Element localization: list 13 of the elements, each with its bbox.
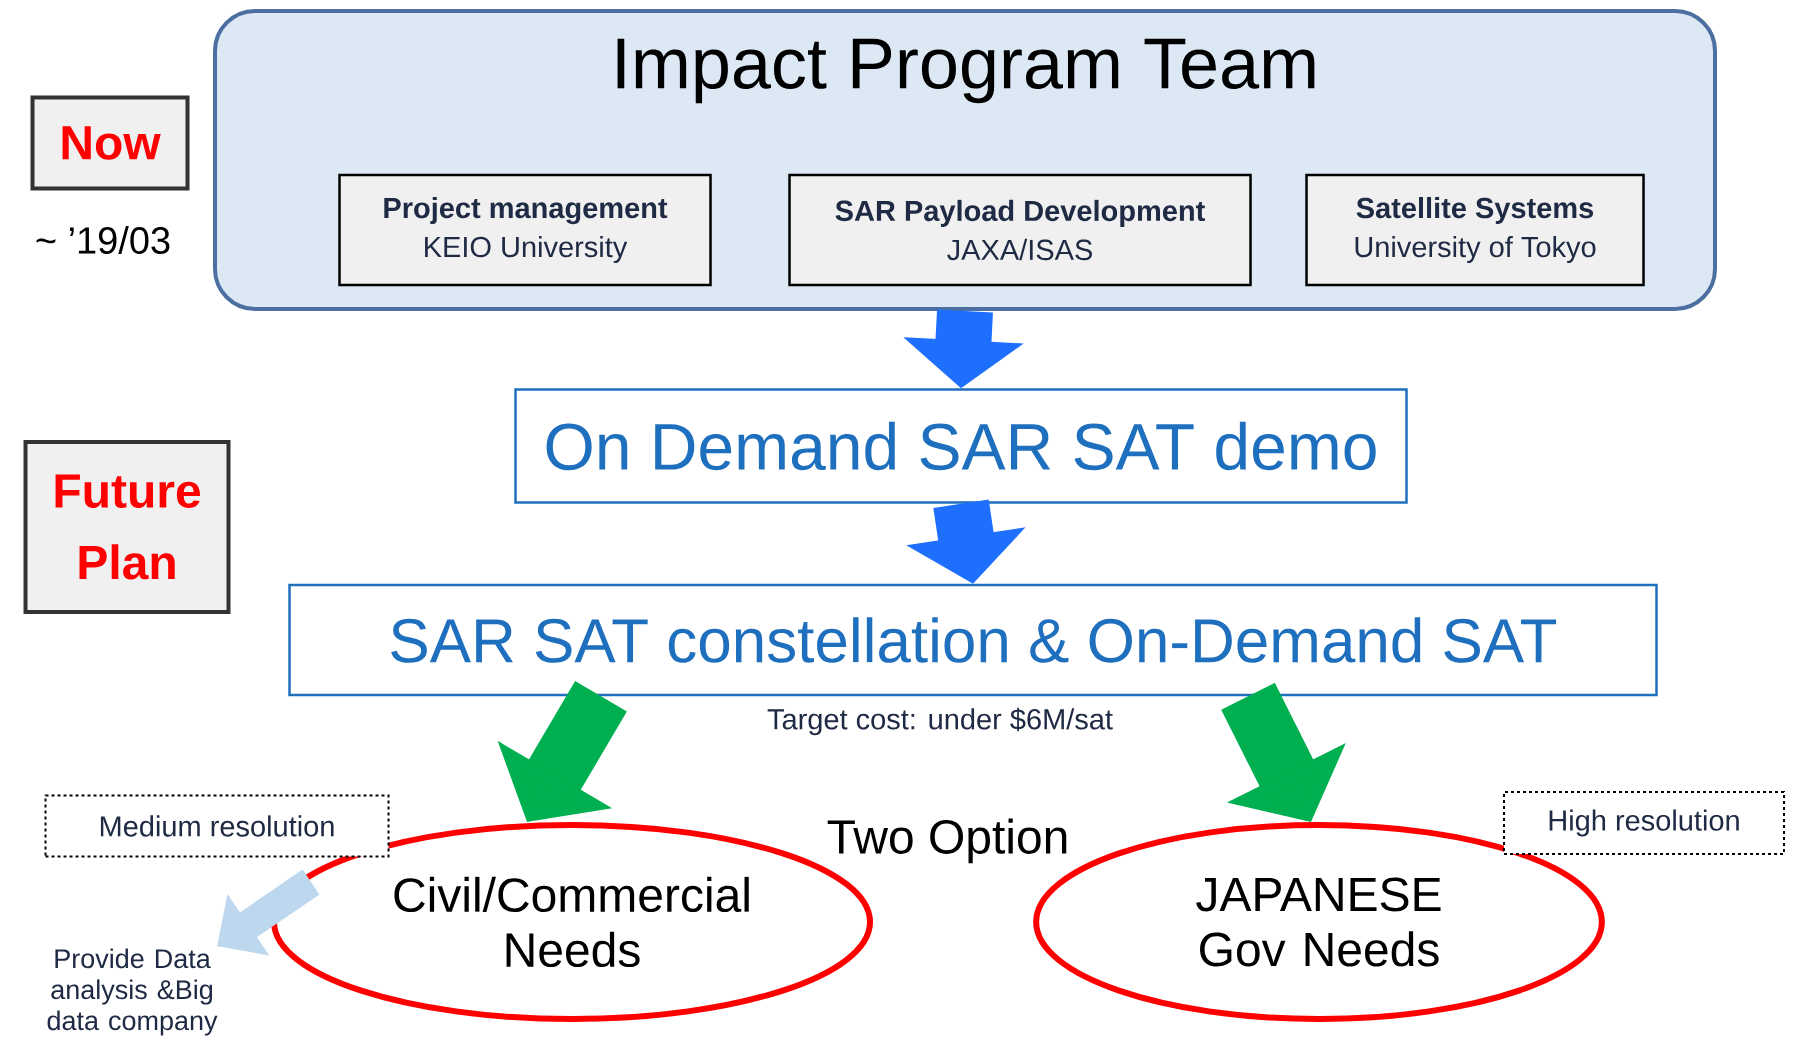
phase-tag: Now: [30, 95, 190, 191]
team-box: Project management KEIO University: [338, 173, 712, 287]
phase-tag: Future Plan: [23, 440, 231, 614]
date-label: ~ ’19/03: [36, 226, 170, 254]
stage-box: On Demand SAR SAT demo: [514, 388, 1408, 504]
stage-box: SAR SAT constellation & On-Demand SAT: [288, 583, 1658, 697]
team-box: Satellite Systems University of Tokyo: [1305, 173, 1645, 287]
block-arrow: [217, 869, 320, 956]
service-text: Provide Data analysis &Big data company: [47, 948, 218, 1036]
team-box: SAR Payload Development JAXA/ISAS: [788, 173, 1252, 287]
resolution-box: High resolution: [1503, 791, 1785, 855]
resolution-box: Medium resolution: [44, 794, 390, 858]
cost-note: Target cost: under $6M/sat: [767, 707, 1113, 736]
